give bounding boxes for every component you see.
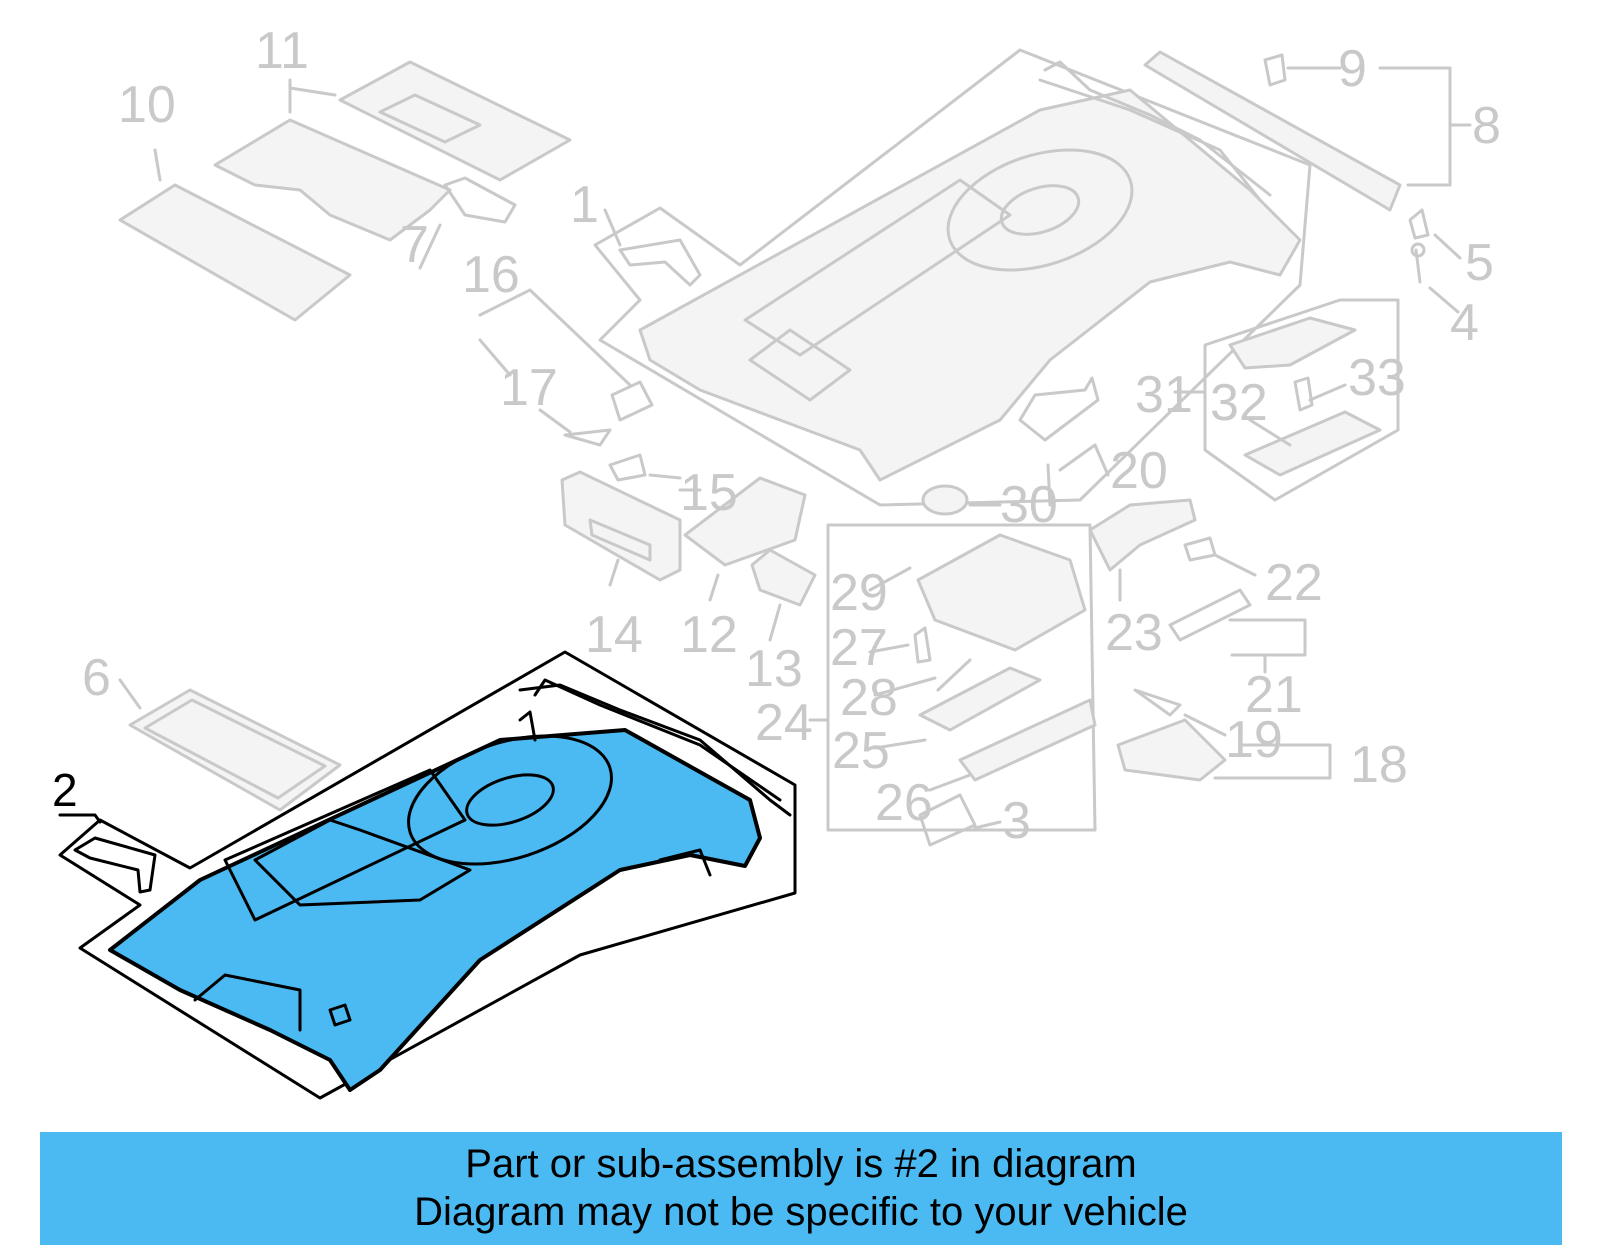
- callout-17: 17: [500, 359, 558, 417]
- callout-15: 15: [680, 464, 738, 522]
- clips-group: [1408, 208, 1462, 314]
- callout-14: 14: [585, 606, 643, 664]
- callout-8: 8: [1472, 97, 1501, 155]
- info-banner: Part or sub-assembly is #2 in diagram Di…: [40, 1132, 1562, 1245]
- callout-1: 1: [570, 176, 599, 234]
- callout-9: 9: [1338, 40, 1367, 98]
- sunvisor-group: [478, 288, 817, 607]
- callout-3: 3: [1002, 792, 1031, 850]
- callout-25: 25: [832, 722, 890, 780]
- sunroof-glass-6: [118, 678, 342, 812]
- callout-5: 5: [1465, 234, 1494, 292]
- callout-33: 33: [1348, 349, 1406, 407]
- callout-labels: 10 11 7 1 16 17 15 14 12 13 9 8 5 4 33 3…: [52, 22, 1501, 850]
- banner-line-1: Part or sub-assembly is #2 in diagram: [465, 1142, 1137, 1186]
- callout-21: 21: [1245, 666, 1303, 724]
- callout-4: 4: [1450, 294, 1479, 352]
- overhead-console-24: [808, 523, 1097, 847]
- callout-23: 23: [1105, 604, 1163, 662]
- callout-16: 16: [462, 246, 520, 304]
- callout-6: 6: [82, 649, 111, 707]
- callout-22: 22: [1265, 554, 1323, 612]
- headliner-part-2-highlight: [58, 650, 797, 1100]
- headliner-upper-group: [593, 48, 1312, 507]
- callout-13: 13: [745, 640, 803, 698]
- callout-31: 31: [1135, 366, 1193, 424]
- callout-28: 28: [840, 669, 898, 727]
- callout-11: 11: [255, 22, 309, 80]
- trim-strip-group: [1143, 50, 1472, 212]
- callout-30: 30: [1000, 476, 1058, 534]
- callout-19: 19: [1225, 711, 1283, 769]
- callout-2: 2: [52, 764, 78, 816]
- callout-20: 20: [1110, 442, 1168, 500]
- leader-lines: [153, 78, 1347, 830]
- grab-handle-group: [921, 376, 1110, 516]
- console-31-group: [1203, 298, 1400, 502]
- callout-32: 32: [1210, 374, 1268, 432]
- roof-pads-group: [118, 60, 572, 322]
- callout-7: 7: [400, 216, 429, 274]
- banner-line-2: Diagram may not be specific to your vehi…: [414, 1190, 1188, 1234]
- callout-27: 27: [830, 619, 888, 677]
- callout-10: 10: [118, 76, 176, 134]
- callout-26: 26: [875, 774, 933, 832]
- callout-18: 18: [1350, 736, 1408, 794]
- callout-29: 29: [830, 564, 888, 622]
- callout-12: 12: [680, 606, 738, 664]
- callout-24: 24: [755, 694, 813, 752]
- right-parts-group: [1088, 498, 1332, 782]
